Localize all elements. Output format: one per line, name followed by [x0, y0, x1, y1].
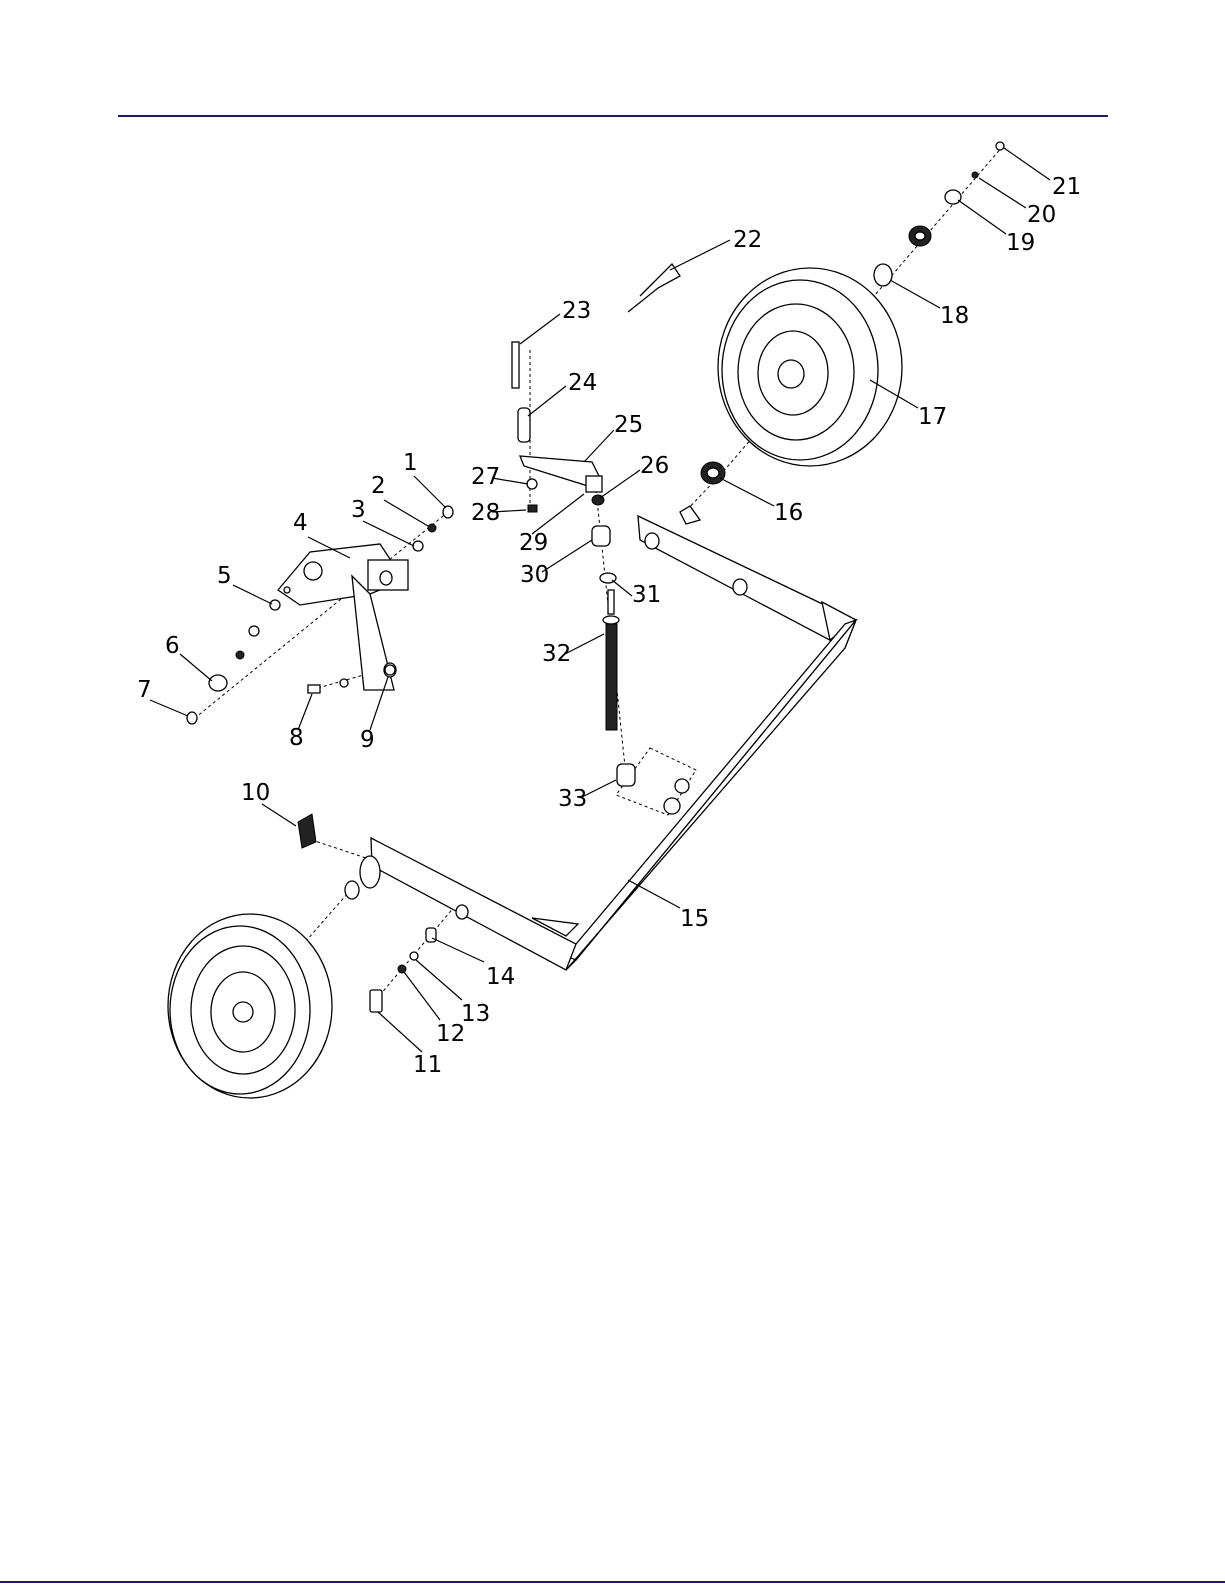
callout-label-28: 28 [471, 500, 500, 526]
nut-28 [528, 505, 537, 512]
callout-leader-14 [432, 938, 484, 962]
callout-label-25: 25 [614, 412, 643, 438]
left-hardware [370, 928, 436, 1012]
callout-leader-3 [363, 521, 414, 546]
screw-32 [603, 590, 619, 730]
callout-label-22: 22 [733, 227, 762, 253]
right-wheel [718, 268, 902, 466]
nut-27 [527, 479, 537, 489]
callout-leader-13 [416, 960, 462, 1000]
callout-label-19: 19 [1006, 230, 1035, 256]
pin-22 [628, 264, 680, 312]
callout-label-1: 1 [403, 450, 418, 476]
callout-leader-16 [720, 478, 774, 506]
callout-leader-10 [262, 804, 296, 826]
callout-label-30: 30 [520, 562, 549, 588]
callout-leader-18 [890, 280, 940, 308]
collar-33 [617, 764, 635, 786]
footer-rule [0, 1581, 1225, 1583]
callout-label-15: 15 [680, 906, 709, 932]
callout-leader-29 [532, 494, 584, 534]
callout-leader-6 [180, 654, 212, 681]
callout-label-33: 33 [558, 786, 587, 812]
bolt-21 [996, 142, 1004, 150]
callout-label-10: 10 [241, 780, 270, 806]
callout-label-23: 23 [562, 298, 591, 324]
callout-leader-25 [584, 430, 614, 462]
callout-label-26: 26 [640, 453, 669, 479]
callout-leader-31 [612, 580, 632, 596]
callout-leader-1 [414, 476, 446, 508]
callout-label-4: 4 [293, 510, 308, 536]
spacer-18 [874, 264, 892, 286]
washer-19 [945, 190, 961, 204]
callout-leader-23 [520, 314, 560, 344]
callout-label-31: 31 [632, 582, 661, 608]
callout-label-13: 13 [461, 1001, 490, 1027]
callout-leader-2 [384, 500, 428, 526]
callout-label-2: 2 [371, 473, 386, 499]
hardware-left [187, 506, 453, 724]
callout-label-5: 5 [217, 563, 232, 589]
grip-10 [298, 814, 316, 848]
bearing-16 [701, 462, 725, 484]
callout-leader-24 [528, 386, 566, 416]
callout-label-29: 29 [519, 530, 548, 556]
callout-leader-7 [150, 700, 188, 716]
callout-label-20: 20 [1027, 202, 1056, 228]
callout-label-17: 17 [918, 404, 947, 430]
callout-leader-5 [233, 585, 272, 604]
bearing-top [909, 226, 931, 246]
callout-leader-22 [670, 240, 730, 270]
callout-label-3: 3 [351, 497, 366, 523]
callout-leader-19 [958, 200, 1006, 234]
callout-leader-21 [1004, 148, 1050, 180]
callout-leader-20 [979, 178, 1026, 208]
callout-label-16: 16 [774, 500, 803, 526]
callout-label-14: 14 [486, 964, 515, 990]
washer-20 [972, 172, 978, 178]
axle-left [345, 856, 380, 899]
callout-label-21: 21 [1052, 174, 1081, 200]
callout-leader-15 [628, 880, 680, 908]
callout-label-6: 6 [165, 633, 180, 659]
callout-leader-12 [404, 972, 440, 1020]
callout-leader-11 [378, 1012, 422, 1052]
callout-leader-30 [542, 540, 592, 572]
left-wheel [168, 914, 332, 1098]
callout-label-7: 7 [137, 677, 152, 703]
collar-30 [592, 526, 610, 546]
callout-label-24: 24 [568, 370, 597, 396]
callout-label-32: 32 [542, 641, 571, 667]
callout-label-11: 11 [413, 1052, 442, 1078]
sleeve-24 [518, 408, 530, 442]
callout-label-27: 27 [471, 464, 500, 490]
rod-23 [512, 342, 519, 388]
callout-label-9: 9 [360, 727, 375, 753]
callout-label-8: 8 [289, 725, 304, 751]
callout-leader-26 [600, 470, 640, 498]
callout-label-18: 18 [940, 303, 969, 329]
